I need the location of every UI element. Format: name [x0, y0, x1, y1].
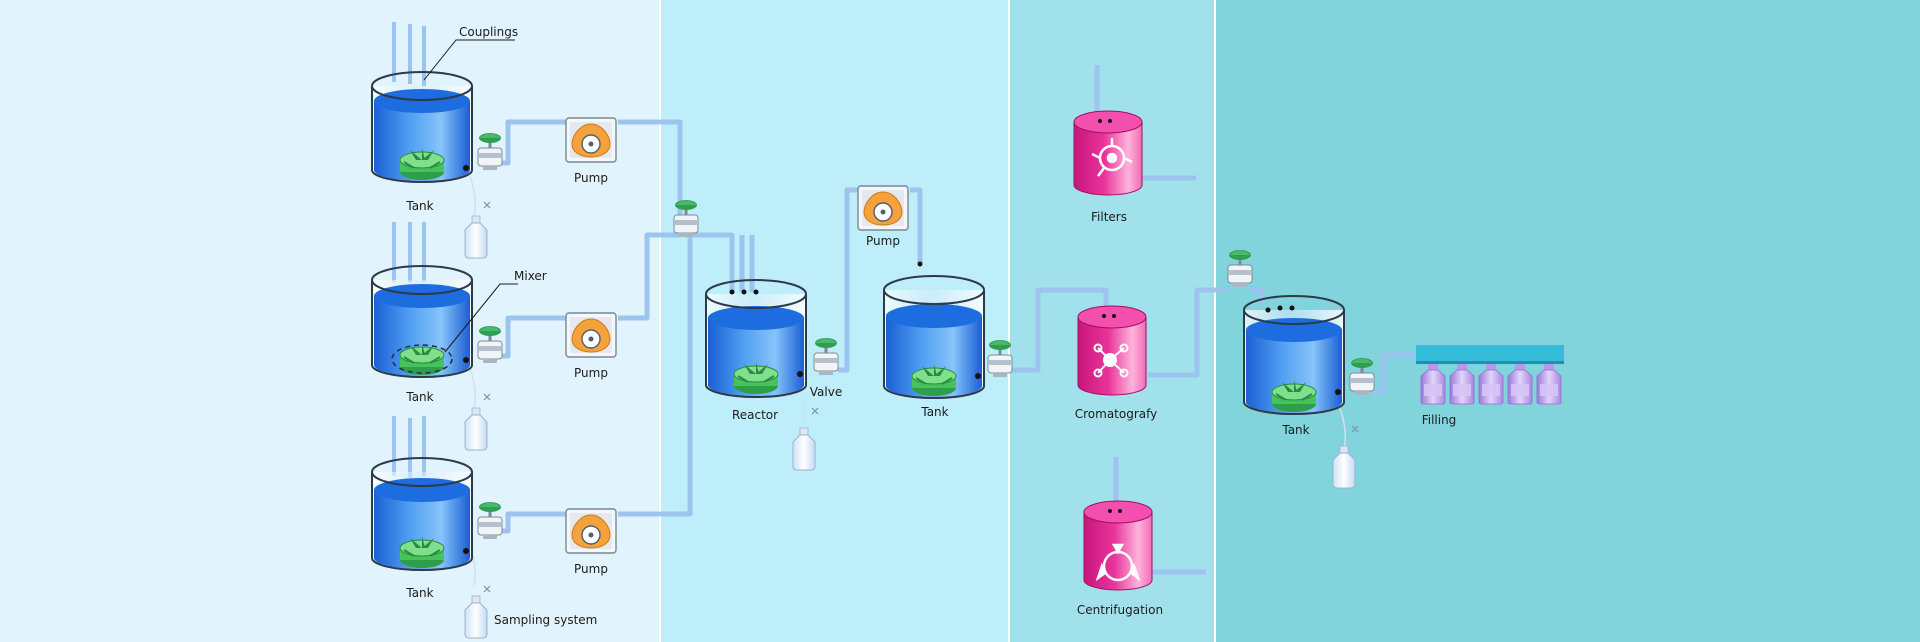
pump-icon[interactable] [858, 186, 908, 230]
label-tank-4: Tank [920, 405, 948, 419]
label-pump-3: Pump [574, 562, 608, 576]
label-valve: Valve [810, 385, 842, 399]
label-couplings: Couplings [459, 25, 518, 39]
label-pump-1: Pump [574, 171, 608, 185]
label-pump-4: Pump [866, 234, 900, 248]
valve-icon[interactable] [478, 133, 502, 170]
label-filters: Filters [1091, 210, 1127, 224]
label-filling: Filling [1422, 413, 1457, 427]
valve-icon[interactable] [1228, 250, 1252, 287]
label-sampling-system: Sampling system [494, 613, 597, 627]
valve-icon[interactable] [478, 326, 502, 363]
zone-preparation [0, 0, 660, 642]
filling-station [1416, 345, 1564, 404]
centrifugation-unit [1084, 501, 1152, 590]
filters-unit [1074, 111, 1142, 195]
label-tank-5: Tank [1281, 423, 1309, 437]
tank-5 [1244, 296, 1344, 414]
label-reactor: Reactor [732, 408, 778, 422]
label-tank-3: Tank [405, 586, 433, 600]
pump-icon[interactable] [566, 118, 616, 162]
label-centrifugation: Centrifugation [1077, 603, 1163, 617]
pump-icon[interactable] [566, 509, 616, 553]
valve-icon[interactable] [478, 502, 502, 539]
label-tank-1: Tank [405, 199, 433, 213]
reactor [706, 280, 806, 397]
valve-icon[interactable] [1350, 358, 1374, 395]
valve-icon[interactable] [814, 338, 838, 375]
label-tank-2: Tank [405, 390, 433, 404]
valve-icon[interactable] [674, 200, 698, 237]
label-cromatografy: Cromatografy [1075, 407, 1158, 421]
label-mixer: Mixer [514, 269, 547, 283]
pump-icon[interactable] [566, 313, 616, 357]
valve-icon[interactable] [988, 340, 1012, 377]
filling-rail [1416, 345, 1564, 361]
label-pump-2: Pump [574, 366, 608, 380]
cromatografy-unit [1078, 306, 1146, 395]
